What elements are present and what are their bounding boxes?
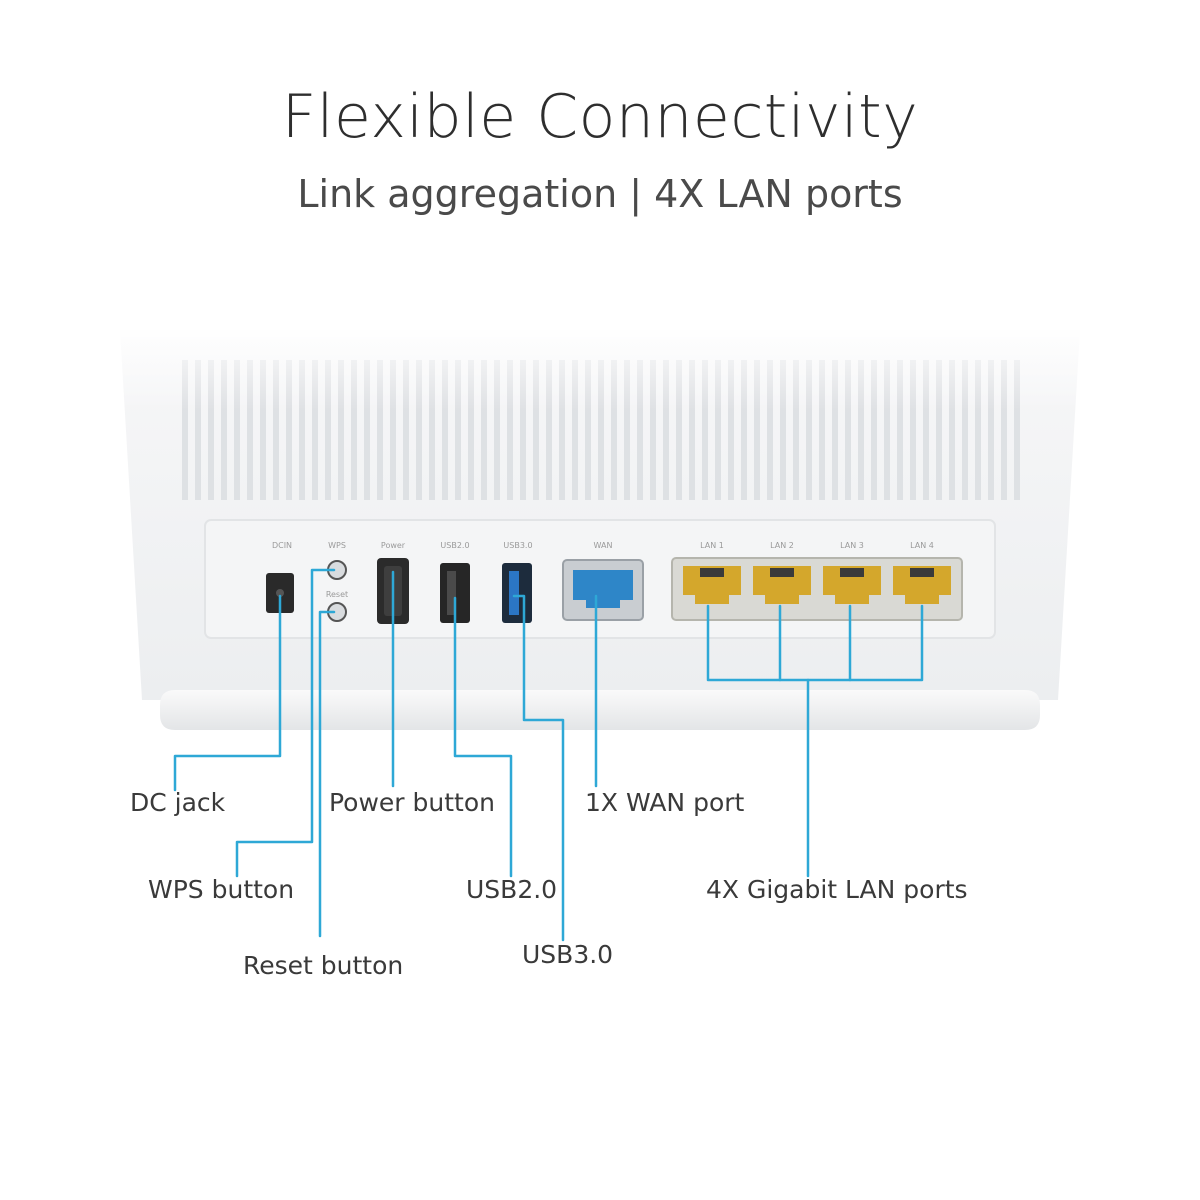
dcin-port-label: DCIN [272,541,292,550]
power-port-label: Power [381,541,406,550]
dc-jack-callout: DC jack [130,788,226,817]
dc-jack-port [266,573,294,613]
usb2-leader [453,596,513,878]
lan-leader-bus [706,604,924,682]
lan3-port-label: LAN 3 [840,541,864,550]
reset-leader [318,610,336,938]
usb30-port-label: USB3.0 [503,541,532,550]
page-subtitle: Link aggregation | 4X LAN ports [297,172,903,216]
wps-button-callout: WPS button [148,875,295,904]
lan1-port-label: LAN 1 [700,541,724,550]
wps-leader [235,568,336,878]
lan-port-housing [671,557,963,621]
wan-port [562,559,644,621]
usb2-port [440,563,470,623]
lan-ports-callout: 4X Gigabit LAN ports [706,875,968,904]
lan2-port-label: LAN 2 [770,541,794,550]
router-body [110,320,1090,730]
page-title: Flexible Connectivity [281,82,919,152]
wan-port-label: WAN [594,541,613,550]
wps-port-label: WPS [328,541,346,550]
usb3-leader [512,594,565,942]
lan-port-4 [893,566,951,604]
reset-button-callout: Reset button [243,951,404,980]
lan4-port-label: LAN 4 [910,541,934,550]
power-button-callout: Power button [329,788,495,817]
usb20-port-label: USB2.0 [440,541,469,550]
dc-jack-leader [173,594,282,792]
lan-port-2 [753,566,811,604]
lan-port-3 [823,566,881,604]
wan-port-callout: 1X WAN port [585,788,745,817]
lan-port-1 [683,566,741,604]
usb3-callout: USB3.0 [522,940,614,969]
usb2-callout: USB2.0 [466,875,558,904]
reset-port-label: Reset [326,590,348,599]
usb3-port [502,563,532,623]
